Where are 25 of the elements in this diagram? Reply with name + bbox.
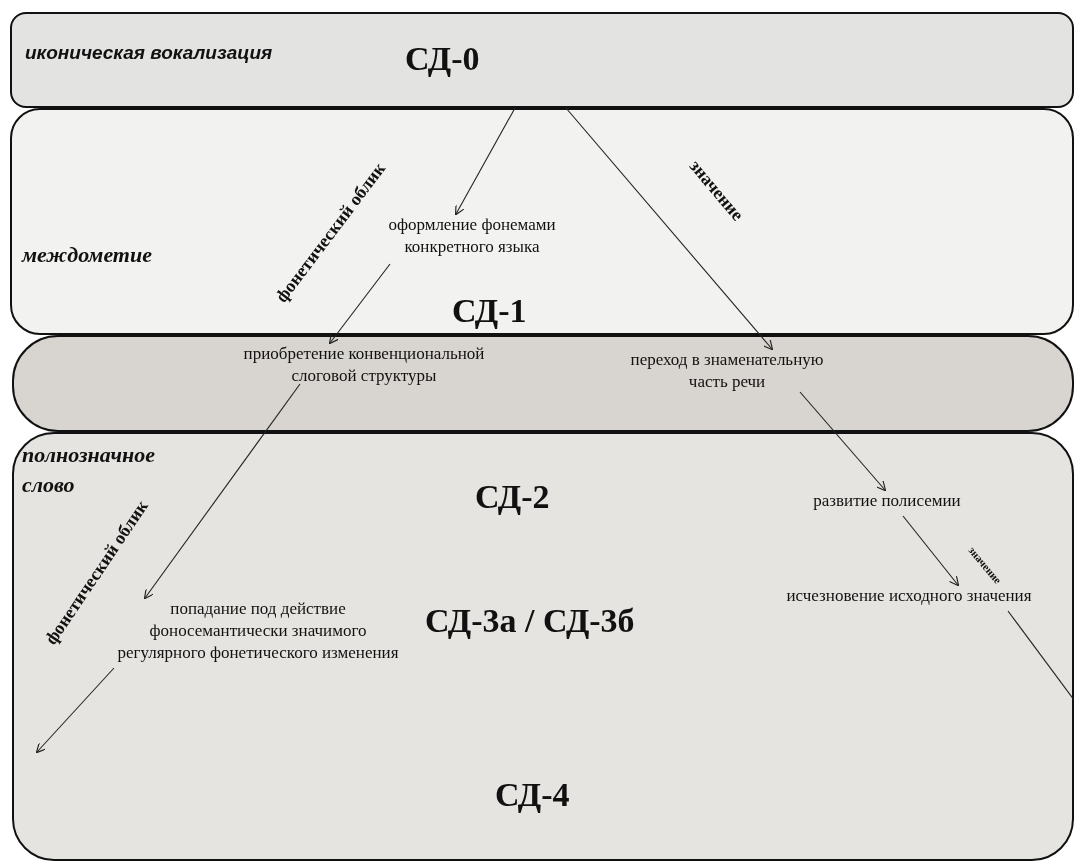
step-text: исчезновение исходного значения — [744, 585, 1074, 611]
step-text: развитие полисемии — [762, 490, 1012, 516]
stage-band — [12, 432, 1074, 861]
band-title: междометие — [22, 241, 152, 269]
step-text: переход в знаменательную часть речи — [622, 349, 832, 395]
stage-band — [10, 12, 1074, 108]
step-text: оформление фонемами конкретного языка — [374, 214, 570, 264]
overlap-band — [12, 335, 1074, 432]
stage-label: СД-3а / СД-3б — [425, 602, 635, 640]
arrow — [143, 383, 301, 600]
stage-band — [10, 108, 1074, 335]
stage-label: СД-2 — [475, 478, 550, 516]
step-text: попадание под действие фоносемантически значимого регулярного фонетического изменения — [114, 598, 402, 694]
arrow — [35, 667, 115, 754]
band-title: полнозначное слово — [22, 441, 156, 499]
stage-label: СД-0 — [405, 40, 480, 78]
arrow — [565, 107, 774, 351]
stage-label: СД-4 — [495, 776, 570, 814]
arrow — [799, 391, 887, 492]
band-title: иконическая вокализация — [25, 41, 273, 65]
step-text: приобретение конвенциональной слоговой структуры — [214, 343, 514, 389]
stage-label: СД-1 — [452, 292, 527, 330]
arrow — [902, 515, 960, 587]
arrow — [455, 107, 516, 216]
arrow — [328, 263, 391, 345]
